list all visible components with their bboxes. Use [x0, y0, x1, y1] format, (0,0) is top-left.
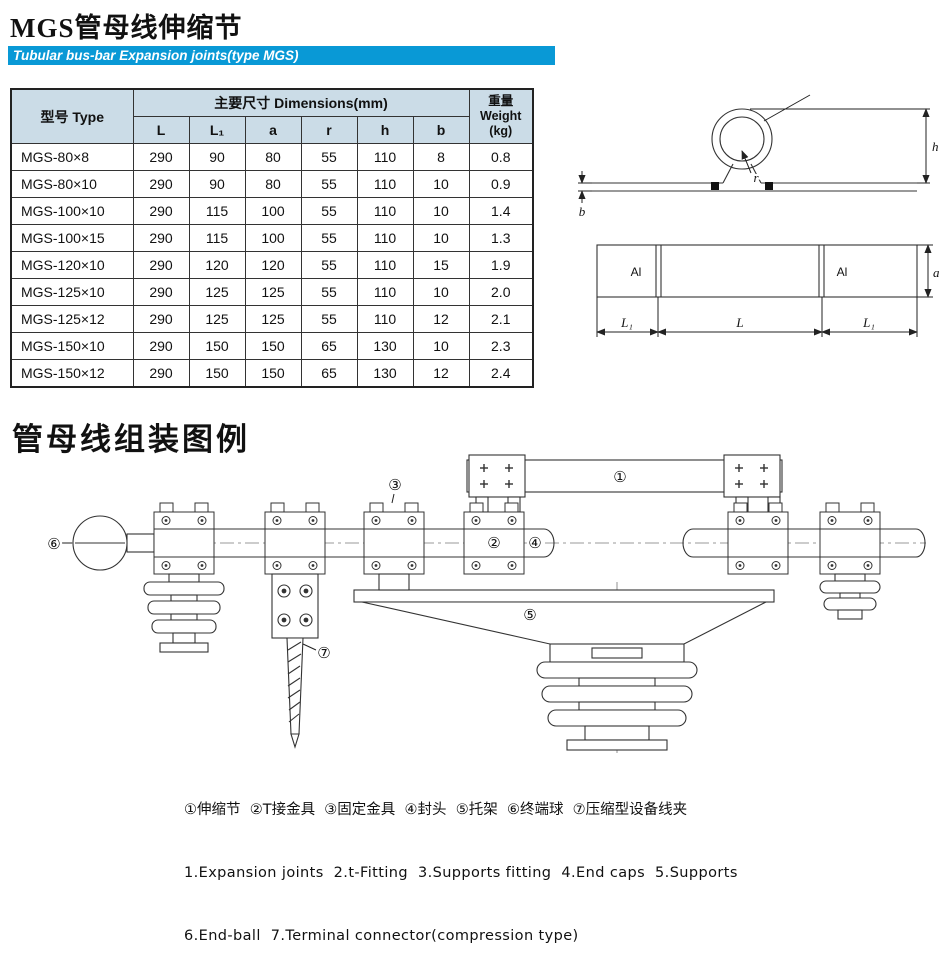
col-header-dimensions: 主要尺寸 Dimensions(mm): [132, 88, 470, 117]
cell-type: MGS-150×12: [10, 359, 134, 388]
col-header-weight: 重量 Weight (kg): [468, 88, 534, 144]
plan-view-drawing: Al Al a L₁ L L₁: [596, 244, 940, 337]
t-fitting-block: [271, 573, 319, 639]
dim-label-L: L: [735, 315, 743, 330]
callout-7-terminal-connector: ⑦: [317, 644, 330, 662]
spec-table: 型号 Type 主要尺寸 Dimensions(mm) 重量 Weight (k…: [10, 88, 534, 388]
dim-label-r: r: [753, 170, 759, 185]
weight-label-cn: 重量: [488, 94, 514, 108]
cell-type: MGS-100×15: [10, 224, 134, 252]
col-header-L1: L₁: [188, 116, 246, 144]
callout-5-supports: ⑤: [523, 606, 536, 624]
col-header-b: b: [412, 116, 470, 144]
callout-4-end-cap: ④: [528, 534, 541, 552]
bus-tube-right: [682, 528, 926, 558]
dim-label-a: a: [933, 265, 940, 280]
legend: ①伸缩节 ②T接金具 ③固定金具 ④封头 ⑤托架 ⑥终端球 ⑦压缩型设备线夹 1…: [184, 758, 738, 968]
cell-type: MGS-150×10: [10, 332, 134, 360]
bus-tube-left: [154, 528, 555, 558]
callout-6-end-ball: ⑥: [47, 535, 60, 553]
cell-type: MGS-80×8: [10, 143, 134, 171]
clamp-mark-right: [765, 182, 773, 190]
legend-line-en-1: 1.Expansion joints 2.t-Fitting 3.Support…: [184, 865, 738, 881]
callout-3-supports-fitting: ③: [388, 476, 401, 494]
col-header-L: L: [132, 116, 190, 144]
terminal-connector-cable: [286, 637, 304, 749]
cell-type: MGS-125×10: [10, 278, 134, 306]
dimension-drawing: r h b Al Al a L₁ L L₁: [578, 94, 940, 337]
t-fitting-clamp: [264, 502, 326, 575]
dim-label-b: b: [579, 204, 586, 219]
dim-label-L1-right: L₁: [862, 315, 875, 330]
col-header-r: r: [300, 116, 358, 144]
col-header-h: h: [356, 116, 414, 144]
cell-type: MGS-125×12: [10, 305, 134, 333]
cell-type: MGS-100×10: [10, 197, 134, 225]
assembly-section-title: 管母线组装图例: [12, 422, 250, 458]
clamp-mark-left: [711, 182, 719, 190]
support-foot: [378, 573, 410, 591]
dim-label-L1-left: L₁: [620, 315, 633, 330]
support-bracket: [353, 589, 775, 663]
weight-label-en: Weight: [480, 109, 522, 123]
legend-line-en-2: 6.End-ball 7.Terminal connector(compress…: [184, 928, 579, 944]
header-row-2: L L₁ a r h b: [11, 116, 533, 144]
page-title: MGS管母线伸缩节: [10, 13, 243, 43]
legend-line-cn: ①伸缩节 ②T接金具 ③固定金具 ④封头 ⑤托架 ⑥终端球 ⑦压缩型设备线夹: [184, 802, 688, 818]
material-label-al-right: Al: [837, 265, 848, 279]
leader-line: [763, 94, 811, 122]
callout-2-t-fitting: ②: [487, 534, 500, 552]
tube-clamp-2: [819, 502, 881, 575]
cell-type: MGS-80×10: [10, 170, 134, 198]
assembly-drawing: ① ② ③ ④ ⑤ ⑥ ⑦: [45, 454, 926, 756]
tube-clamp-1: [153, 502, 215, 575]
post-insulator-right: [819, 573, 881, 620]
post-insulator-center: [536, 661, 698, 751]
material-label-al-left: Al: [631, 265, 642, 279]
weight-label-unit: (kg): [489, 124, 513, 138]
col-header-type: 型号 Type: [10, 88, 134, 144]
dim-label-h: h: [932, 139, 939, 154]
banner-subtitle: Tubular bus-bar Expansion joints(type MG…: [8, 46, 555, 65]
col-header-a: a: [244, 116, 302, 144]
post-insulator-left: [143, 573, 225, 653]
callout-1-expansion-joint: ①: [613, 468, 626, 486]
end-ball: [72, 515, 155, 571]
expansion-joint-clamp-right: [727, 502, 789, 575]
header-row-1: 型号 Type 主要尺寸 Dimensions(mm) 重量 Weight (k…: [10, 88, 534, 144]
expansion-joint-profile-drawing: r h b: [578, 94, 939, 219]
cell-type: MGS-120×10: [10, 251, 134, 279]
fixed-support-fitting: [363, 502, 425, 575]
